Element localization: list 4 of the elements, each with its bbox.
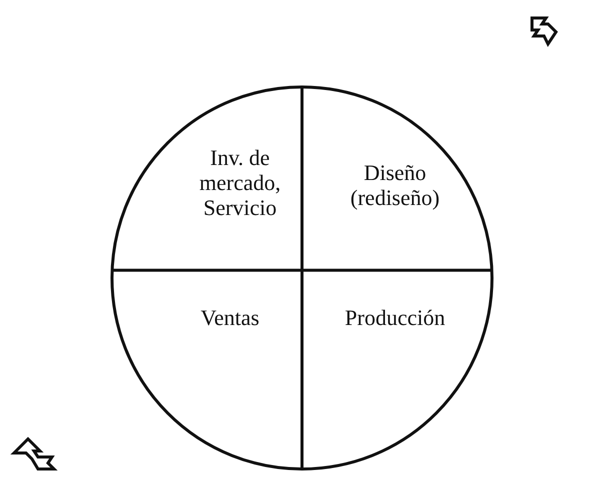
quadrant-label: Inv. de mercado, Servicio	[198, 145, 282, 220]
quadrant-label: Ventas	[200, 305, 260, 330]
quadrant-label: Producción	[344, 305, 446, 330]
quadrant-label: Diseño (rediseño)	[349, 160, 441, 210]
